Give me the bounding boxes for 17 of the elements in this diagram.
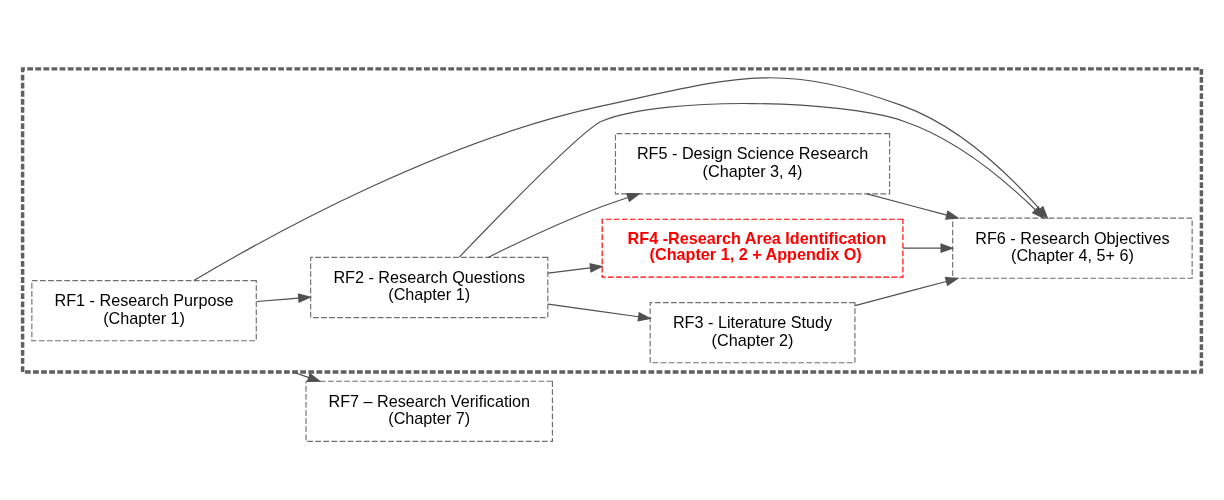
arrow	[902, 242, 955, 253]
arrow	[487, 192, 641, 258]
arrow	[547, 303, 652, 322]
node-box: RF7 – Research Verification (Chapter 7)	[305, 380, 553, 442]
arrow	[547, 262, 604, 274]
arrow	[292, 370, 322, 382]
node-box: RF1 - Research Purpose (Chapter 1)	[31, 279, 257, 341]
node-box: RF3 - Literature Study (Chapter 2)	[649, 301, 856, 363]
node-box: RF4 -Research Area Identification (Chapter 1, 2 + Appendix O)	[601, 218, 904, 278]
node-box: RF5 - Design Science Research (Chapter 3, 4)	[614, 132, 891, 194]
arrow	[256, 292, 313, 303]
arrow	[854, 276, 960, 306]
node-box: RF6 - Research Objectives (Chapter 4, 5+ 6)	[952, 217, 1193, 279]
arrow	[866, 192, 960, 220]
node-box: RF2 - Research Questions (Chapter 1)	[310, 256, 549, 318]
cluster	[20, 66, 1204, 374]
arrow	[458, 102, 1045, 258]
